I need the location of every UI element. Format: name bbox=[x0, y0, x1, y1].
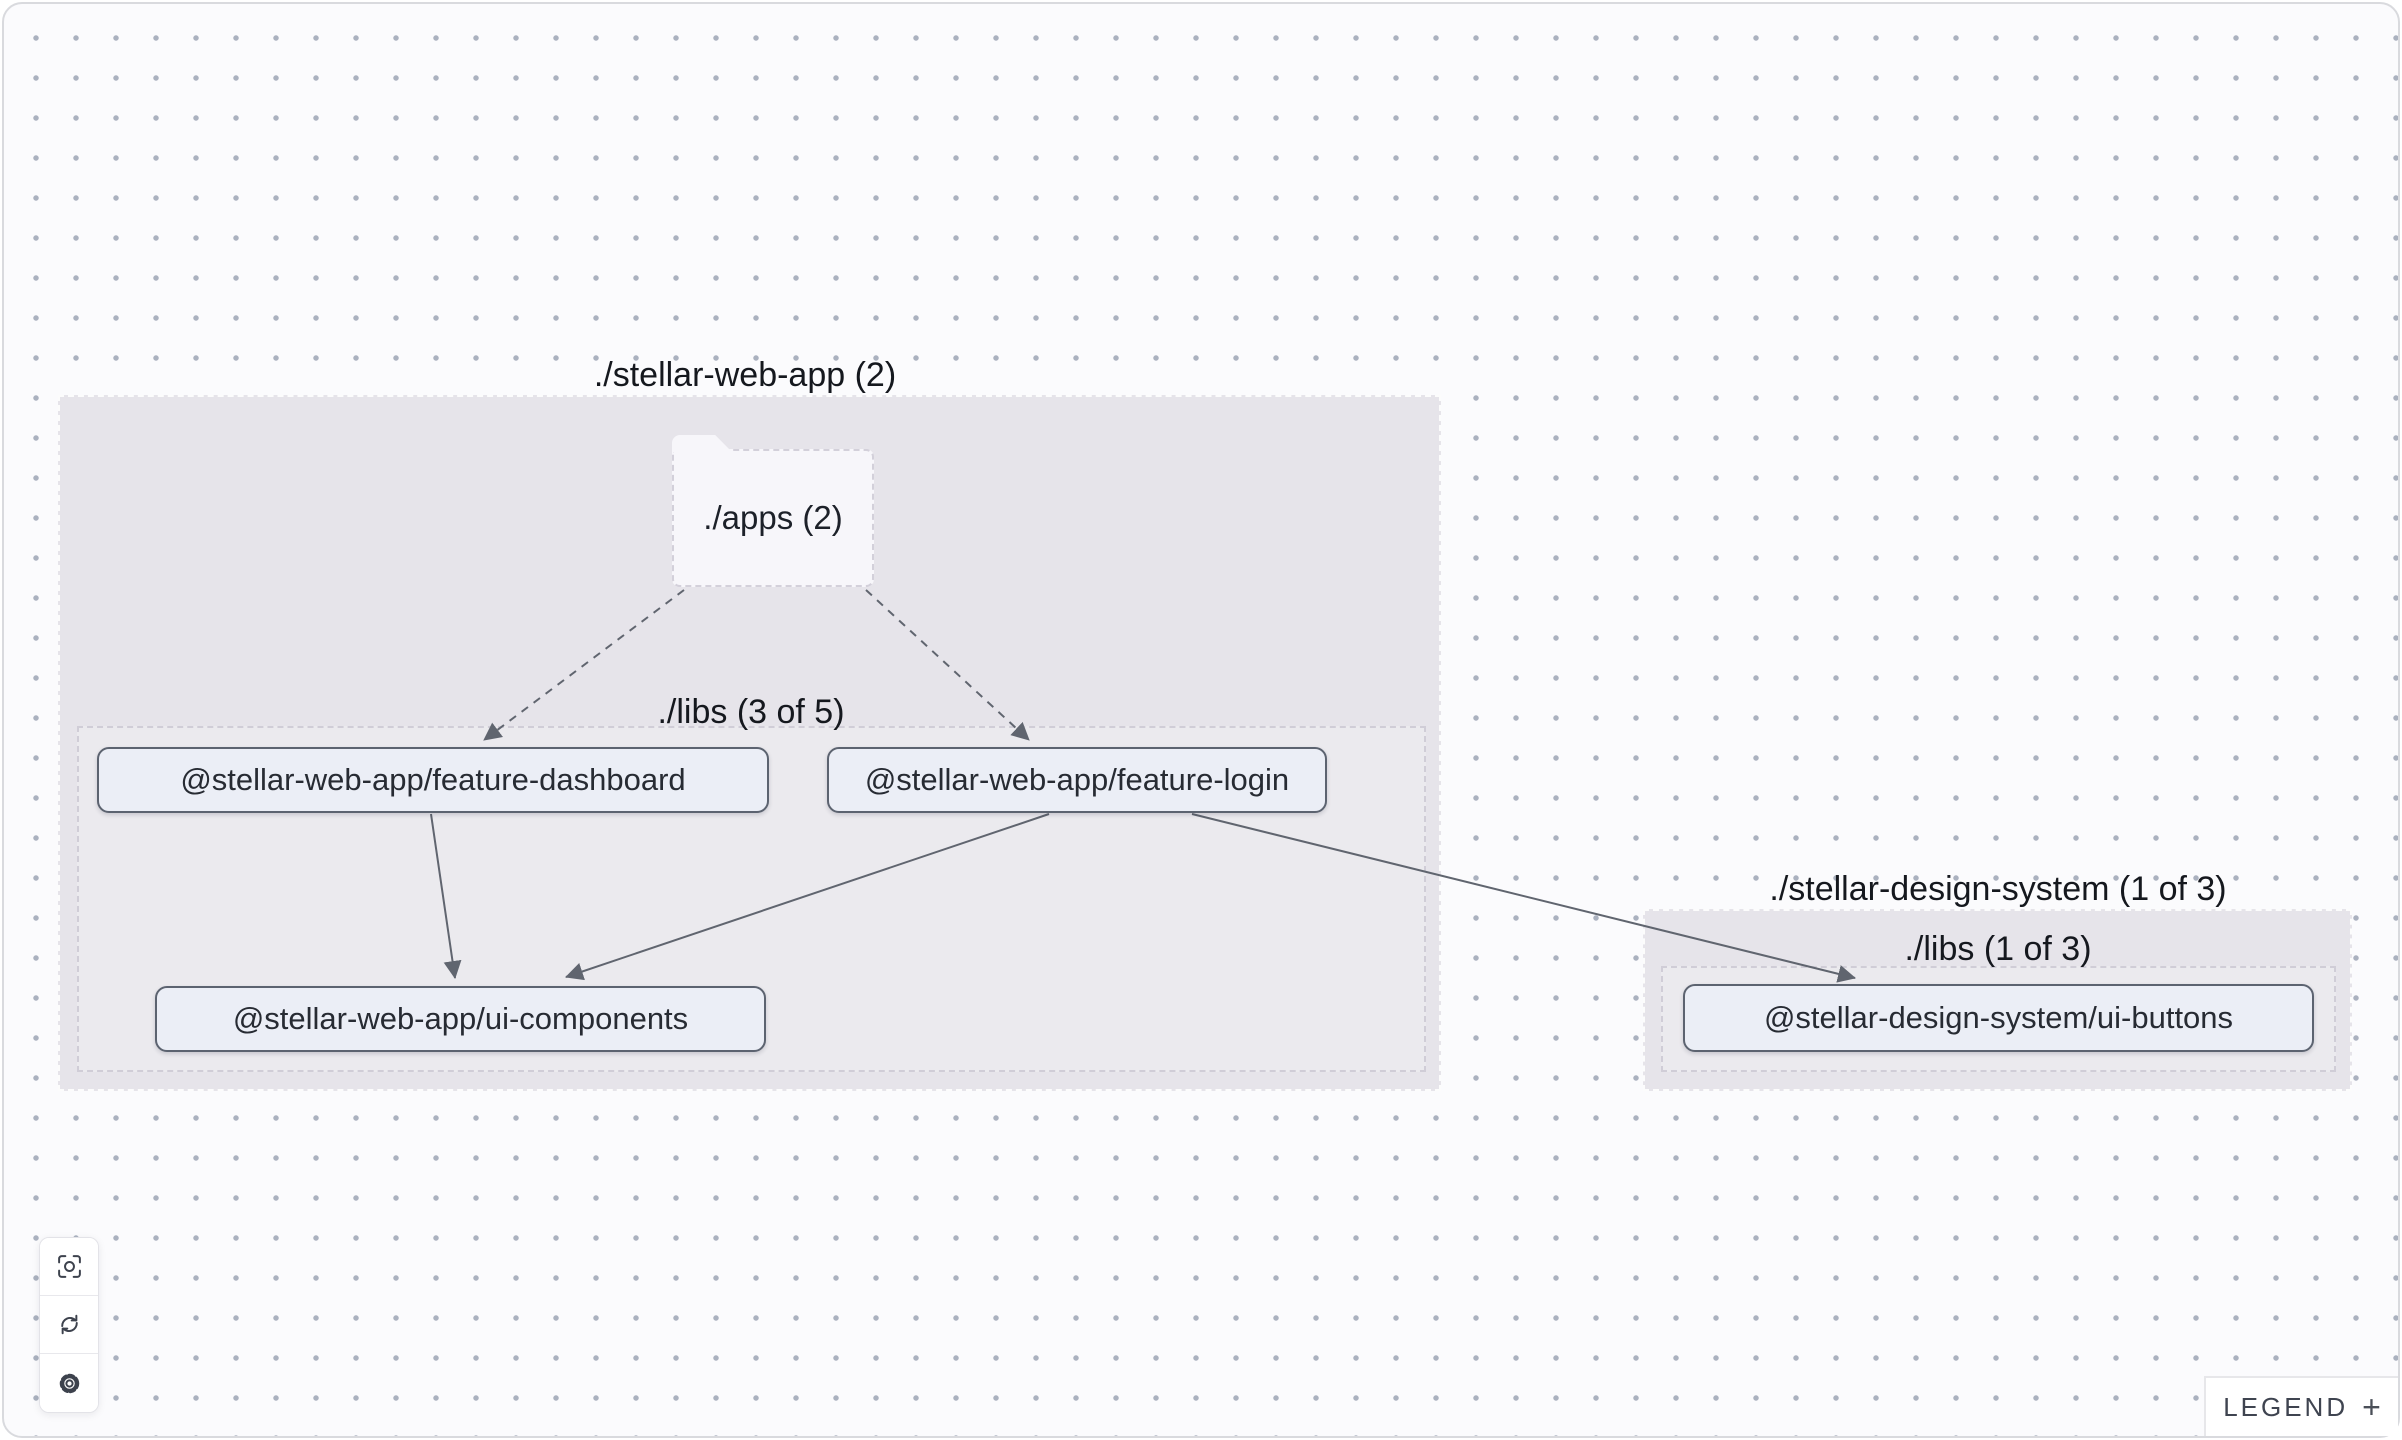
subgroup-label-design-system-libs: ./libs (1 of 3) bbox=[1904, 930, 2092, 968]
settings-button[interactable] bbox=[40, 1354, 98, 1412]
plus-icon: + bbox=[2362, 1388, 2381, 1425]
folder-tab bbox=[672, 435, 732, 452]
node-label: @stellar-web-app/feature-login bbox=[864, 762, 1290, 797]
refresh-graph-button[interactable] bbox=[40, 1296, 98, 1354]
node-feature-dashboard[interactable]: @stellar-web-app/feature-dashboard bbox=[97, 747, 769, 813]
focus-view-button[interactable] bbox=[40, 1238, 98, 1296]
node-ui-components[interactable]: @stellar-web-app/ui-components bbox=[155, 986, 766, 1052]
node-label: @stellar-web-app/feature-dashboard bbox=[180, 762, 686, 797]
node-label: @stellar-web-app/ui-components bbox=[232, 1001, 689, 1036]
node-ui-buttons[interactable]: @stellar-design-system/ui-buttons bbox=[1683, 984, 2314, 1052]
gear-icon bbox=[59, 1373, 79, 1393]
folder-label: ./apps (2) bbox=[703, 499, 843, 536]
refresh-icon bbox=[60, 1314, 78, 1335]
focus-icon bbox=[57, 1255, 81, 1278]
group-label-stellar-web-app: ./stellar-web-app (2) bbox=[593, 356, 897, 394]
legend-label: LEGEND bbox=[2223, 1391, 2349, 1422]
folder-node-apps[interactable]: ./apps (2) bbox=[672, 435, 874, 587]
node-feature-login[interactable]: @stellar-web-app/feature-login bbox=[827, 747, 1327, 813]
legend-toggle[interactable]: LEGEND + bbox=[2204, 1376, 2398, 1436]
subgroup-label-web-app-libs: ./libs (3 of 5) bbox=[657, 693, 845, 731]
group-label-stellar-design-system: ./stellar-design-system (1 of 3) bbox=[1769, 870, 2227, 908]
node-label: @stellar-design-system/ui-buttons bbox=[1763, 1000, 2234, 1035]
graph-toolbar bbox=[39, 1237, 99, 1413]
